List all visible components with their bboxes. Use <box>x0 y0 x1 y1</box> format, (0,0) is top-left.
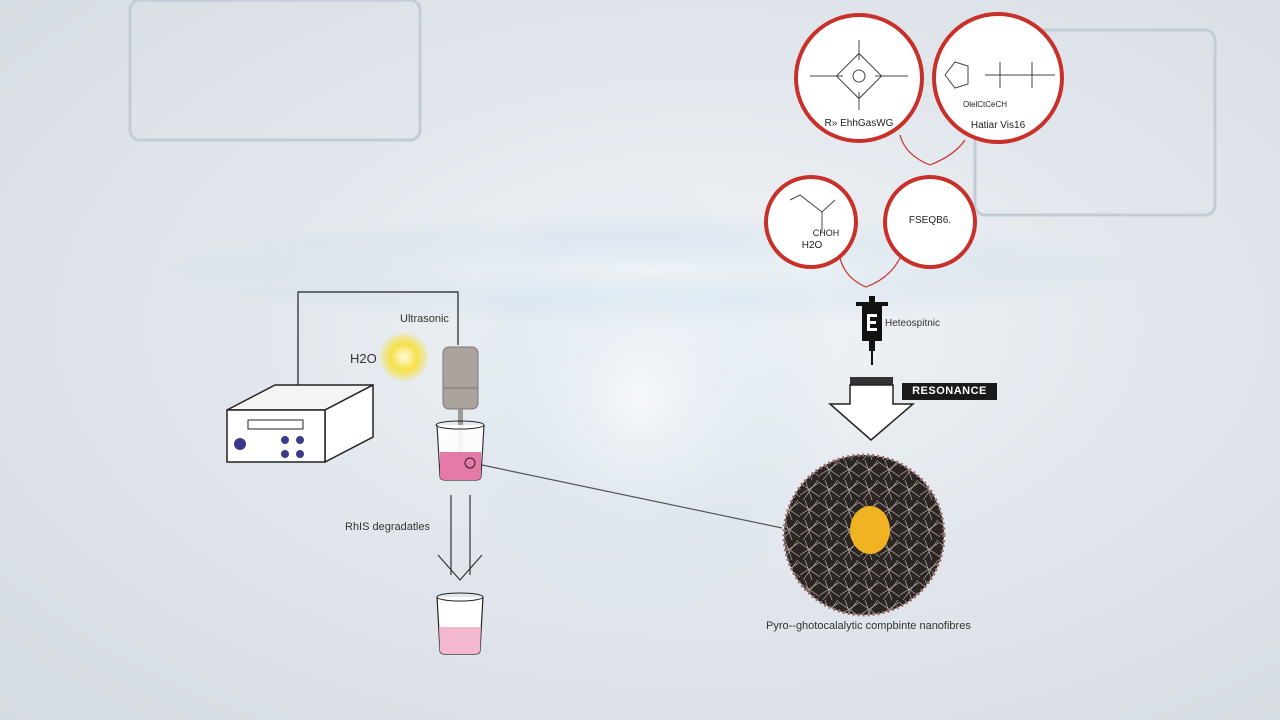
circle-2-caption: Hatiar Vis16 <box>970 120 1026 131</box>
circle-3-formula: CHOH <box>812 228 840 238</box>
molecule-circle-4 <box>883 175 977 269</box>
molecule-structure-1 <box>810 40 908 110</box>
degradation-label: RhIS degradatles <box>345 521 430 533</box>
beaker-reaction <box>435 420 485 481</box>
ultrasonic-generator <box>226 383 374 464</box>
molecule-circle-2 <box>932 12 1064 144</box>
syringe-label: Heteospitnic <box>885 318 941 329</box>
circle-1-caption: R» EhhGasWG <box>824 118 894 129</box>
down-arrow-resonance <box>828 377 916 441</box>
nanofibres-label: Pyro--ghotocalalytic compbinte nanofibre… <box>766 620 971 632</box>
syringe-icon <box>856 296 888 365</box>
resonance-label: RESONANCE <box>902 383 997 400</box>
circle-4-caption: FSEQB6. <box>908 215 952 226</box>
ultrasonic-label: Ultrasonic <box>400 313 449 325</box>
h2o-label: H2O <box>350 351 377 366</box>
connector-top <box>899 134 966 166</box>
molecule-circle-1 <box>794 13 924 143</box>
connector-line <box>481 464 783 529</box>
beaker-product <box>436 592 484 655</box>
connector-bottom <box>839 257 901 288</box>
nanofibre-core <box>850 506 890 554</box>
molecule-structure-2 <box>944 61 1055 89</box>
background-molecule-frame <box>128 0 422 142</box>
molecule-structure-3 <box>789 194 836 232</box>
background-glow <box>440 180 840 620</box>
light-source-icon <box>380 333 428 381</box>
circle-3-caption: H2O <box>801 240 823 251</box>
down-arrows <box>437 495 483 581</box>
circle-2-formula: OlelCtCeCH <box>962 100 1008 109</box>
cable <box>297 291 459 385</box>
molecule-circle-3 <box>764 175 858 269</box>
